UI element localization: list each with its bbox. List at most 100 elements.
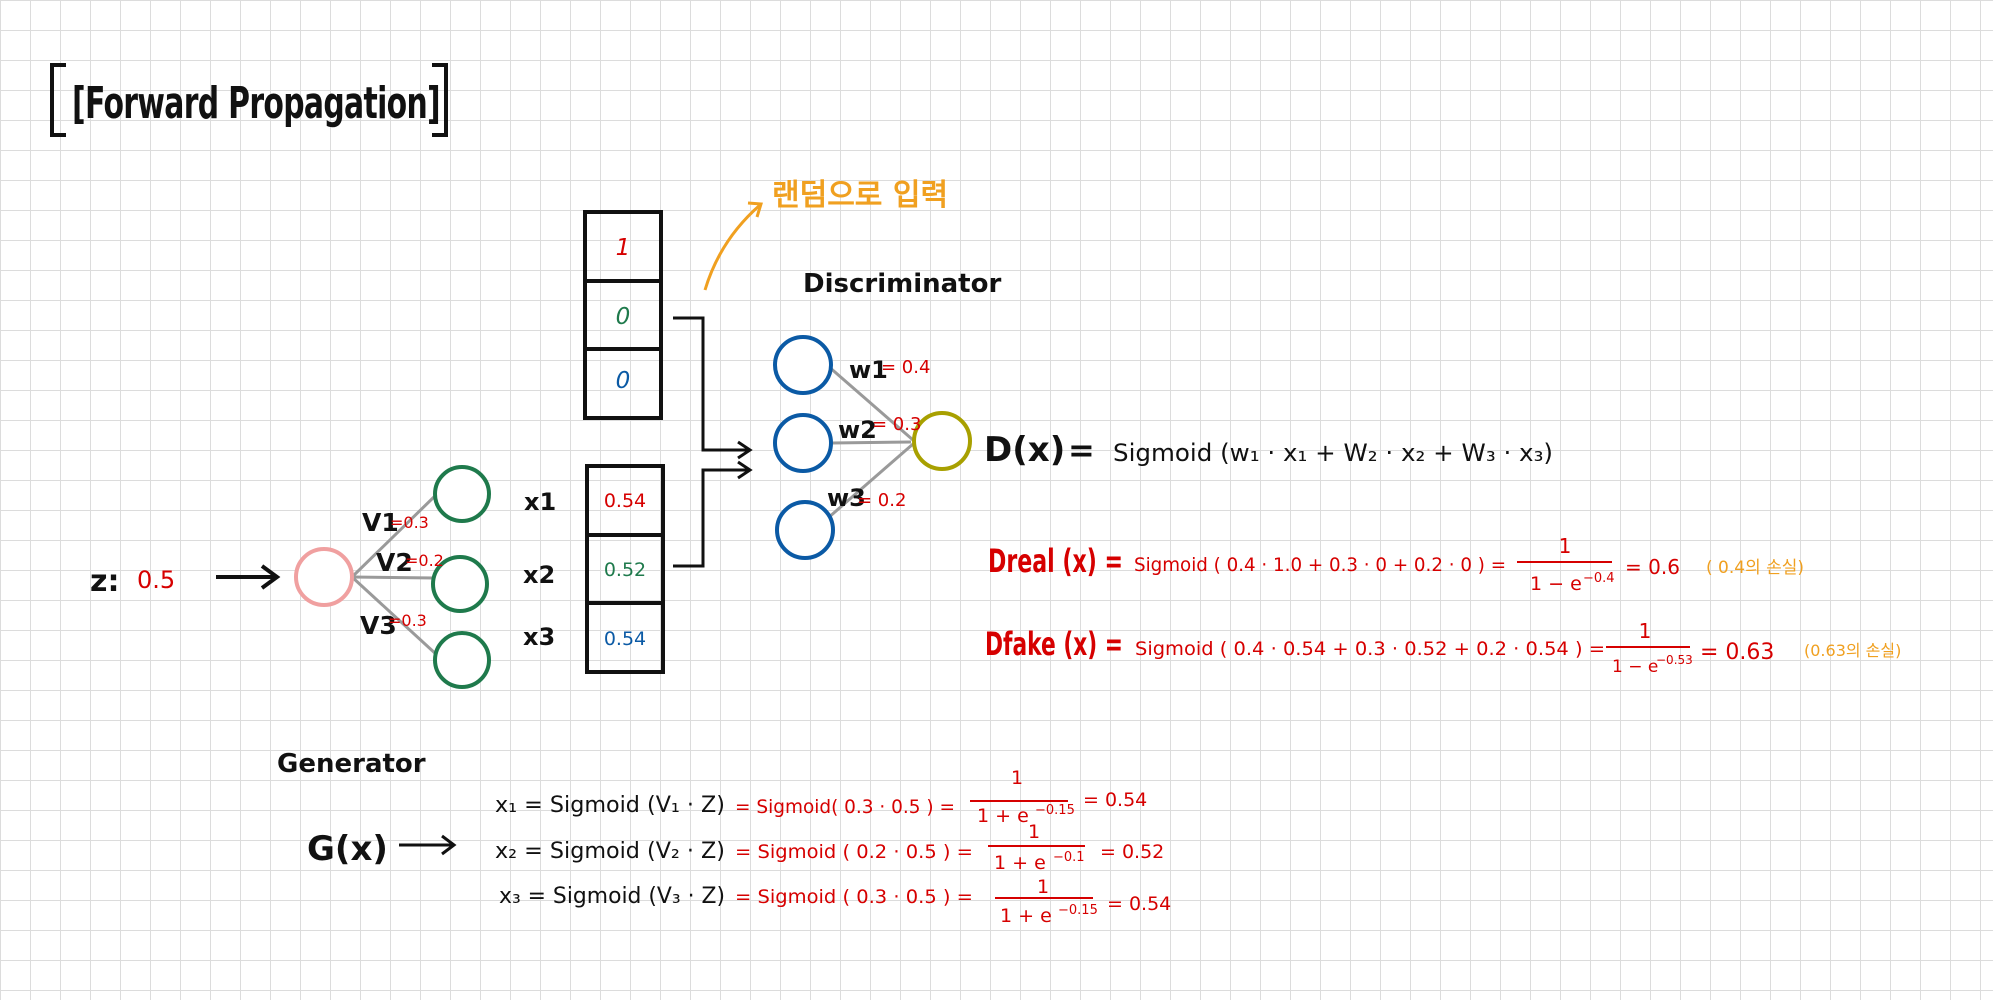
- g-row-1-lhs: x₁ = Sigmoid (V₁ · Z): [495, 793, 725, 818]
- d-formula-eq: =: [1068, 431, 1095, 469]
- d-real-lhs: Dreal (x) =: [988, 542, 1123, 580]
- g-row-3-result: = 0.54: [1107, 893, 1171, 915]
- g-row-2-sub: = Sigmoid ( 0.2 · 0.5 ) =: [735, 841, 973, 863]
- w2-name: w2: [838, 416, 877, 444]
- g-row-1-num: 1: [1011, 767, 1023, 789]
- g-row-1-sub: = Sigmoid( 0.3 · 0.5 ) =: [735, 796, 955, 818]
- real-input-cell-2: 0: [616, 304, 631, 330]
- x1-label: x1: [524, 488, 556, 516]
- disc-input-node-1: [773, 335, 833, 395]
- g-row-2-result: = 0.52: [1100, 841, 1164, 863]
- d-real-den-exp: −0.4: [1583, 571, 1615, 586]
- title-left-bracket: [50, 63, 66, 137]
- page-title: [Forward Propagation]: [72, 78, 440, 129]
- gen-output-node-3: [433, 631, 491, 689]
- d-formula-rhs: Sigmoid (w₁ · x₁ + W₂ · x₂ + W₃ · x₃): [1113, 439, 1553, 467]
- random-input-annotation: 랜덤으로 입력: [703, 178, 948, 291]
- g-label: G(x): [307, 829, 388, 869]
- d-real-expr: Sigmoid ( 0.4 · 1.0 + 0.3 · 0 + 0.2 · 0 …: [1134, 554, 1506, 576]
- v2-value: =0.2: [405, 551, 444, 570]
- d-real-result: = 0.6: [1625, 555, 1680, 579]
- title-right-bracket: [432, 63, 448, 137]
- fake-input-stack: 0.54 0.52 0.54: [585, 464, 665, 674]
- g-row-1-den-exp: −0.15: [1035, 803, 1075, 818]
- d-fake-loss-note: (0.63의 손실): [1804, 641, 1901, 660]
- d-real-loss-note: ( 0.4의 손실): [1706, 558, 1804, 578]
- discriminator-network: Discriminator w1 = 0.4 w2 = 0.3 w3 = 0.2: [773, 269, 1001, 560]
- real-connector-arrowhead: [737, 440, 753, 460]
- g-row-3-den-base: 1 + e: [1000, 905, 1052, 927]
- w3-name: w3: [827, 484, 866, 512]
- z-value: 0.5: [137, 566, 175, 594]
- real-input-cell-1: 1: [616, 235, 631, 261]
- g-row-2-num: 1: [1028, 821, 1040, 843]
- w3-value: = 0.2: [857, 490, 906, 511]
- real-input-box: [583, 210, 663, 420]
- g-row-2-den-base: 1 + e: [994, 852, 1046, 874]
- d-fake-numerator: 1: [1639, 619, 1652, 643]
- real-connector: [673, 316, 748, 452]
- g-arrowhead-icon: [441, 834, 457, 856]
- edge-v2: [351, 575, 436, 580]
- d-fake-den-base: 1 − e: [1612, 657, 1658, 677]
- d-formula-lhs: D(x): [984, 430, 1065, 470]
- gen-output-node-1: [433, 465, 491, 523]
- w1-value: = 0.4: [881, 357, 930, 378]
- real-input-stack: 1 0 0: [583, 210, 663, 420]
- v2-name: V2: [376, 548, 413, 577]
- g-row-1-result: = 0.54: [1083, 789, 1147, 811]
- disc-output-node: [912, 411, 972, 471]
- d-fake-den-exp: −0.53: [1656, 653, 1693, 667]
- edge-v1: [350, 492, 439, 579]
- d-fake-result: = 0.63: [1700, 640, 1774, 665]
- title-group: [Forward Propagation]: [50, 63, 448, 137]
- edge-v3: [350, 575, 439, 657]
- v1-value: =0.3: [390, 513, 429, 532]
- w1-name: w1: [849, 356, 888, 384]
- v1-name: V1: [362, 508, 399, 537]
- orange-arrow-icon: [703, 203, 761, 291]
- g-row-2-den-exp: −0.1: [1053, 850, 1085, 865]
- real-input-cell-3: 0: [616, 368, 631, 394]
- d-fake-expr: Sigmoid ( 0.4 · 0.54 + 0.3 · 0.52 + 0.2 …: [1135, 638, 1605, 660]
- edge-w2: [831, 440, 912, 445]
- box-connectors: [673, 316, 753, 568]
- discriminator-formula: D(x) = Sigmoid (w₁ · x₁ + W₂ · x₂ + W₃ ·…: [984, 430, 1553, 470]
- generator-network: z: 0.5 V1 =0.3 V2 =0.2 V3 =0.3 x1 x2 x3: [90, 465, 556, 689]
- orange-arrowhead-icon: [747, 201, 763, 218]
- d-real-row: Dreal (x) = Sigmoid ( 0.4 · 1.0 + 0.3 · …: [988, 534, 1804, 595]
- v3-value: =0.3: [388, 611, 427, 630]
- d-fake-lhs: Dfake (x) =: [985, 625, 1123, 663]
- z-label: z:: [90, 564, 119, 599]
- d-fake-row: Dfake (x) = Sigmoid ( 0.4 · 0.54 + 0.3 ·…: [985, 619, 1901, 677]
- g-row-3-sub: = Sigmoid ( 0.3 · 0.5 ) =: [735, 886, 973, 908]
- g-row-1-den-base: 1 + e: [977, 805, 1029, 827]
- fake-input-cell-1: 0.54: [604, 490, 646, 512]
- g-row-2-lhs: x₂ = Sigmoid (V₂ · Z): [495, 839, 725, 864]
- v3-name: V3: [360, 611, 397, 640]
- fake-input-cell-2: 0.52: [604, 559, 646, 581]
- random-input-label: 랜덤으로 입력: [772, 178, 948, 213]
- x2-label: x2: [523, 561, 555, 589]
- generator-label: Generator: [277, 749, 426, 779]
- gen-input-node: [294, 547, 354, 607]
- disc-input-node-3: [775, 500, 835, 560]
- d-real-den-base: 1 − e: [1530, 573, 1582, 595]
- g-row-3-den-exp: −0.15: [1058, 903, 1098, 918]
- generator-formulas: Generator G(x) x₁ = Sigmoid (V₁ · Z) = S…: [277, 749, 1171, 927]
- fake-input-cell-3: 0.54: [604, 628, 646, 650]
- g-row-3-num: 1: [1037, 876, 1049, 898]
- disc-input-node-2: [773, 413, 833, 473]
- x3-label: x3: [523, 623, 555, 651]
- z-arrowhead-icon: [260, 564, 281, 590]
- edge-w1: [827, 364, 914, 442]
- discriminator-label: Discriminator: [803, 269, 1001, 299]
- gen-output-node-2: [431, 555, 489, 613]
- w2-value: = 0.3: [872, 414, 921, 435]
- fake-input-box: [585, 464, 665, 674]
- fake-connector: [673, 468, 748, 568]
- edge-w3: [827, 442, 914, 520]
- d-real-numerator: 1: [1559, 534, 1572, 558]
- fake-connector-arrowhead: [737, 460, 753, 480]
